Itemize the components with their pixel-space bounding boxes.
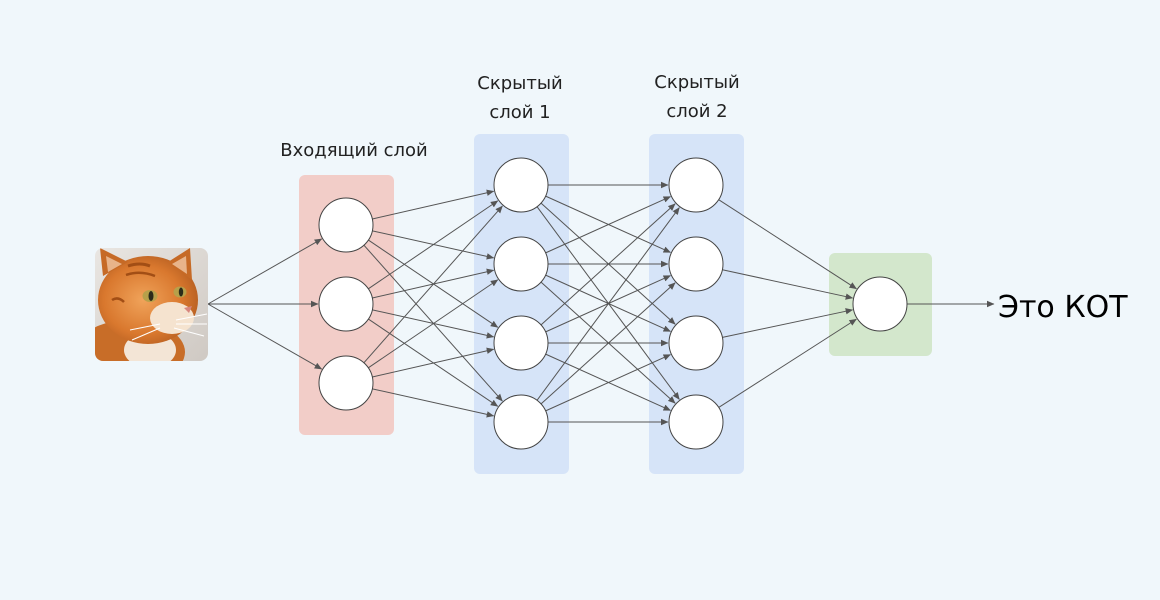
edge-l3n4-l4n1	[718, 318, 857, 408]
input-neuron-1	[318, 197, 374, 253]
hidden2-neuron-1	[668, 157, 724, 213]
hidden1-neuron-1	[493, 157, 549, 213]
edge-l2n4-l3n3	[545, 354, 671, 412]
hidden-layer-2-label-line1: Скрытый	[654, 72, 739, 93]
input-layer-label: Входящий слой	[280, 140, 427, 161]
neurons	[318, 157, 908, 450]
edge-l1n3-l2n3	[372, 347, 495, 378]
edge-l1n2-l2n1	[368, 200, 499, 290]
cat-photo-icon	[95, 248, 208, 361]
edge-l2n2-l3n1	[545, 196, 671, 254]
edge-l1n3-l2n4	[372, 388, 495, 418]
input-neuron-3	[318, 355, 374, 411]
connections	[207, 181, 995, 426]
hidden1-neuron-4	[493, 394, 549, 450]
edge-image-to-input-3	[207, 303, 323, 370]
output-neuron-1	[852, 276, 908, 332]
hidden-layer-1-label-line2: слой 1	[489, 102, 550, 123]
hidden1-neuron-3	[493, 315, 549, 371]
edge-l1n3-l2n1	[363, 205, 503, 364]
hidden-layer-1-label-line1: Скрытый	[477, 73, 562, 94]
input-neuron-2	[318, 276, 374, 332]
edge-l2n4-l3n2	[540, 282, 676, 405]
hidden2-neuron-3	[668, 315, 724, 371]
output-label: Это КОТ	[998, 290, 1128, 325]
edge-l2n4-l3n1	[536, 207, 680, 401]
hidden1-neuron-2	[493, 236, 549, 292]
edge-l3n2-l4n1	[722, 269, 854, 300]
hidden2-neuron-2	[668, 236, 724, 292]
edge-l2n3-l3n1	[540, 203, 676, 326]
edge-l1n1-l2n1	[372, 189, 495, 220]
edge-l1n3-l2n2	[368, 279, 499, 369]
edge-l3n3-l4n1	[722, 308, 854, 338]
edge-l3n1-l4n1	[718, 199, 857, 290]
edge-image-to-input-1	[207, 238, 323, 305]
hidden-layer-2-label-line2: слой 2	[666, 101, 727, 122]
hidden-layer-2-panel	[649, 134, 744, 474]
hidden2-neuron-4	[668, 394, 724, 450]
